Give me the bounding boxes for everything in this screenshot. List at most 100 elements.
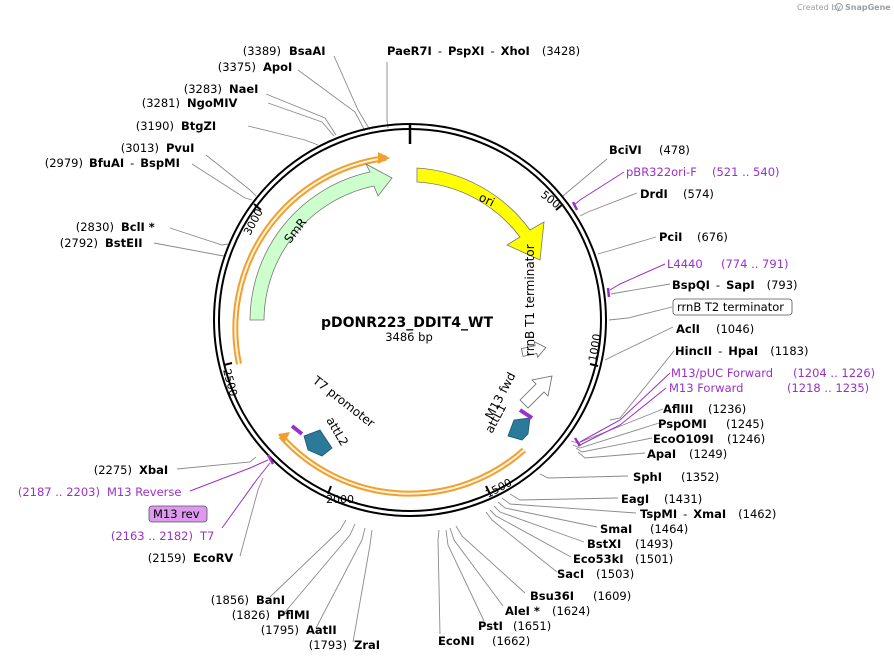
rrnb-t1-label: rrnB T1 terminator [523, 244, 537, 356]
leader-line [539, 473, 629, 479]
primer-leader [609, 263, 666, 291]
label-pbr322ori-f: pBR322ori-F [626, 165, 697, 179]
pos-bcli: (2830) [76, 220, 114, 234]
m13-rev-box-label: M13 rev [153, 507, 200, 521]
pos-saci: (1503) [596, 567, 634, 581]
label-afliii: AflIII [663, 402, 693, 416]
label-aatii: AatII [306, 623, 337, 637]
pos-xbai: (2275) [94, 463, 132, 477]
pos-apoi: (3375) [218, 60, 256, 74]
pos-pvui: (3013) [121, 141, 159, 155]
pos-aatii: (1795) [261, 623, 299, 637]
label-m13-forward: M13 Forward [669, 381, 743, 395]
leader-line [352, 529, 373, 643]
scale-tick-2500 [223, 362, 233, 366]
m13-fwd-feature [519, 375, 553, 409]
label-econi: EcoNI [438, 634, 474, 648]
attl1-primer-mark [518, 408, 534, 420]
primer-leaders [189, 171, 671, 529]
leader-line [597, 236, 657, 255]
tick-label-2000: 2000 [326, 493, 354, 506]
watermark-brand: SnapGene [845, 3, 891, 12]
pos-bsu36i: (1609) [593, 589, 631, 603]
pos-smai: (1464) [650, 522, 688, 536]
leader-line [455, 525, 526, 594]
label-bcivi: BciVI [609, 143, 642, 157]
primer-mark [266, 454, 275, 465]
m13-rev-box [148, 505, 208, 523]
attl2-feature [303, 429, 333, 457]
plasmid-length: 3486 bp [385, 330, 433, 344]
label-psti: PstI [478, 619, 503, 633]
label-apai: ApaI [647, 447, 676, 461]
attl1-feature [507, 417, 531, 441]
range-pbr322ori-f: (521 .. 540) [712, 165, 780, 179]
leader-line [437, 529, 441, 635]
pos-bsaai: (3389) [243, 44, 281, 58]
range-m13-forward: (1218 .. 1235) [787, 381, 869, 395]
primer-leader [577, 387, 667, 447]
smr-orf-arrowhead [378, 152, 390, 164]
primer-leader [579, 372, 671, 443]
pos-bcivi: (478) [659, 143, 690, 157]
leader-line [169, 227, 229, 246]
pos-eco0109i: (1246) [727, 432, 765, 446]
primer-mark [573, 437, 582, 447]
leader-lines [153, 55, 675, 643]
range-m13-puc-forward: (1204 .. 1226) [793, 366, 875, 380]
leader-line [575, 437, 653, 453]
pos-psti: (1651) [513, 619, 551, 633]
label-ngomiv: NgoMIV [187, 96, 237, 110]
leader-line [509, 493, 619, 501]
tick-label-1000: 1000 [586, 333, 604, 363]
leader-line [176, 456, 257, 470]
leader-line [153, 242, 225, 257]
label-smai: SmaI [600, 522, 632, 536]
leader-line [497, 501, 598, 528]
leader-line [610, 283, 671, 295]
label-paer7i-pspxi-xhoi: PaeR7I-PspXI-XhoI(3428) [387, 44, 580, 58]
range-t7: (2163 .. 2182) [111, 529, 193, 543]
snapgene-watermark: Created by SnapGene [797, 3, 891, 12]
pos-sphi: (1352) [681, 470, 719, 484]
primer-mark [571, 201, 579, 211]
ori-label: ori [477, 190, 497, 209]
insert-orf-arrowhead [278, 432, 290, 444]
pos-bfuai: (2979) [45, 156, 83, 170]
attl2-primer-mark [290, 424, 304, 436]
leader-line [205, 154, 257, 197]
pos-bstxi: (1493) [635, 537, 673, 551]
snapgene-logo-icon [835, 3, 843, 11]
leader-line [572, 422, 660, 449]
label-pspomi: PspOMI [658, 417, 707, 431]
range-m13-reverse: (2187 .. 2203) [18, 485, 100, 499]
leader-line [562, 158, 608, 197]
leader-line [449, 527, 504, 607]
primer-leader [221, 462, 271, 529]
label-sphi: SphI [633, 470, 662, 484]
label-bstxi: BstXI [587, 537, 621, 551]
smr-feature [249, 163, 393, 321]
primer-leader [189, 459, 269, 492]
pos-bani: (1856) [211, 593, 249, 607]
label-zrai: ZraI [354, 638, 380, 652]
label-eagi: EagI [621, 492, 649, 506]
t7-promoter-label: T7 promoter [309, 373, 377, 431]
leader-line [609, 350, 675, 421]
smr-orf-outline-inner [234, 157, 387, 365]
label-pflmi: PflMI [277, 608, 310, 622]
label-bsu36i: Bsu36I [530, 589, 574, 603]
scale-tick-3000 [253, 203, 262, 211]
tick-label-1500: 1500 [483, 476, 514, 501]
label-l4440: L4440 [667, 257, 703, 271]
pos-econi: (1662) [492, 634, 530, 648]
leader-line [579, 192, 638, 217]
label-eco0109i: EcoO109I [653, 432, 714, 446]
leader-line [485, 511, 558, 573]
primer-mark [606, 287, 611, 298]
label-ecorv: EcoRV [193, 551, 233, 565]
pos-pcii: (676) [697, 230, 728, 244]
leader-line [297, 69, 366, 132]
label-pcii: PciI [659, 230, 682, 244]
leader-line [269, 519, 347, 598]
